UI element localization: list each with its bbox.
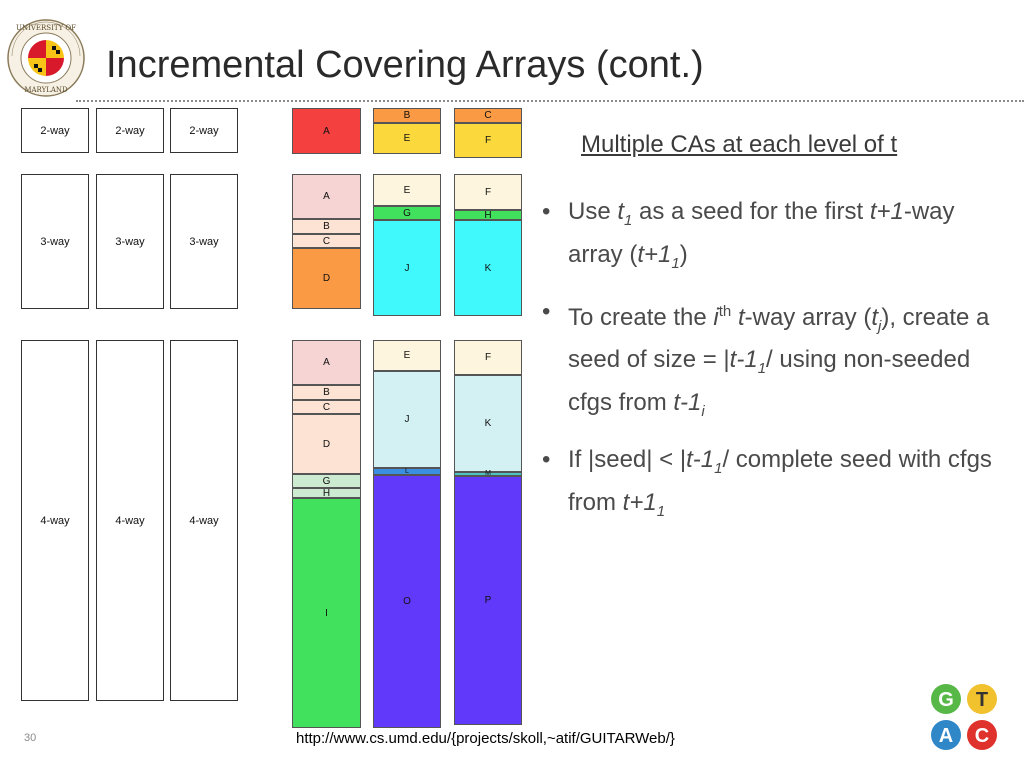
segment-J-3way: J xyxy=(373,220,441,316)
segment-A-2way: A xyxy=(292,108,361,154)
footer-url: http://www.cs.umd.edu/{projects/skoll,~a… xyxy=(296,730,675,747)
bullet-list: •Use t1 as a seed for the first t+1-way … xyxy=(540,195,1000,543)
segment-G-3way: G xyxy=(373,206,441,220)
segment-K-4way: K xyxy=(454,375,522,472)
segment-F-4way: F xyxy=(454,340,522,375)
segment-E-3way: E xyxy=(373,174,441,206)
bullet-text: To create the ith t-way array (tj), crea… xyxy=(568,302,990,420)
segment-D-4way: D xyxy=(292,414,361,474)
bullet-text: Use t1 as a seed for the first t+1-way a… xyxy=(568,198,955,272)
bullet-text: If |seed| < |t-11/ complete seed with cf… xyxy=(568,445,992,520)
gtac-logo: G T A C xyxy=(931,684,997,750)
segment-H-4way: H xyxy=(292,488,361,499)
segment-K-3way: K xyxy=(454,220,522,316)
segment-C-2way: C xyxy=(454,108,522,123)
bullet-item: •Use t1 as a seed for the first t+1-way … xyxy=(542,198,955,272)
segment-E-2way: E xyxy=(373,123,441,154)
box-4way-3: 4-way xyxy=(170,340,238,701)
segment-C-3way: C xyxy=(292,234,361,248)
box-2way-3: 2-way xyxy=(170,108,238,153)
segment-D-3way: D xyxy=(292,248,361,309)
segment-A-4way: A xyxy=(292,340,361,385)
gtac-letter: C xyxy=(975,725,989,747)
box-2way-1: 2-way xyxy=(21,108,89,153)
segment-F-2way: F xyxy=(454,123,522,158)
bullet-item: •To create the ith t-way array (tj), cre… xyxy=(542,297,990,420)
svg-text:UNIVERSITY OF: UNIVERSITY OF xyxy=(16,24,76,32)
slide-subtitle: Multiple CAs at each level of t xyxy=(581,131,898,158)
box-2way-2: 2-way xyxy=(96,108,164,153)
segment-E-4way: E xyxy=(373,340,441,371)
segment-B-3way: B xyxy=(292,219,361,234)
segment-O-4way: O xyxy=(373,475,441,728)
title-divider xyxy=(76,100,1024,102)
segment-M-4way: M xyxy=(454,470,522,477)
segment-B-4way: B xyxy=(292,385,361,400)
segment-J-4way: J xyxy=(373,371,441,468)
segment-C-4way: C xyxy=(292,400,361,414)
box-4way-2: 4-way xyxy=(96,340,164,701)
segment-P-4way: P xyxy=(454,476,522,725)
segment-A-3way: A xyxy=(292,174,361,219)
slide-title: Incremental Covering Arrays (cont.) xyxy=(106,44,704,86)
svg-text:MARYLAND: MARYLAND xyxy=(24,86,68,94)
segment-B-2way: B xyxy=(373,108,441,123)
gtac-letter: G xyxy=(938,689,954,711)
gtac-letter: T xyxy=(976,689,988,711)
gtac-letter: A xyxy=(939,725,953,747)
university-of-maryland-logo: UNIVERSITY OF MARYLAND xyxy=(7,19,85,97)
box-3way-2: 3-way xyxy=(96,174,164,309)
bullet-item: •If |seed| < |t-11/ complete seed with c… xyxy=(542,445,992,520)
slide-number: 30 xyxy=(24,732,37,744)
box-3way-1: 3-way xyxy=(21,174,89,309)
segment-H-3way: H xyxy=(454,210,522,221)
segment-L-4way: L xyxy=(373,468,441,475)
box-3way-3: 3-way xyxy=(170,174,238,309)
box-4way-1: 4-way xyxy=(21,340,89,701)
segment-G-4way: G xyxy=(292,474,361,488)
segment-I-4way: I xyxy=(292,498,361,728)
segment-F-3way: F xyxy=(454,174,522,210)
